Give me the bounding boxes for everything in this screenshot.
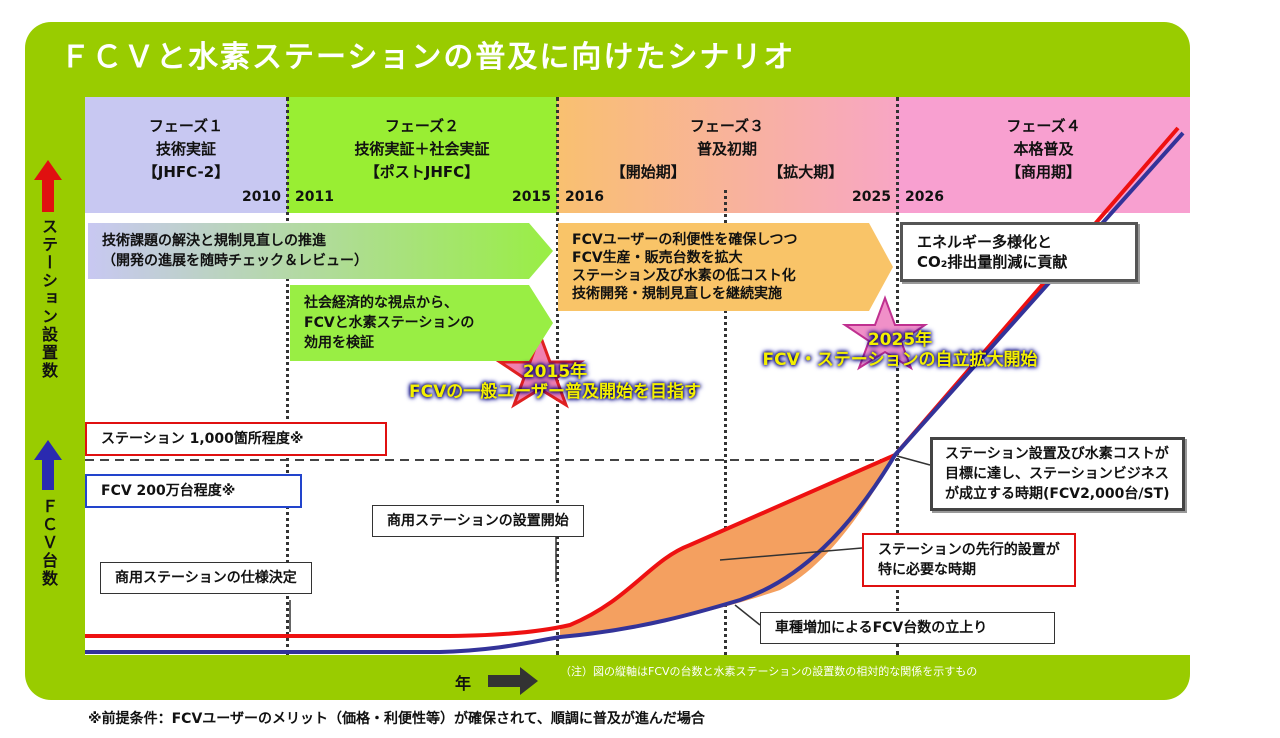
- vertical-axis-note: （注）図の縦軸はFCVの台数と水素ステーションの設置数の相対的な関係を示すもの: [560, 665, 978, 678]
- arrow-text: FCV生産・販売台数を拡大: [572, 250, 743, 266]
- phase-name: フェーズ３: [689, 117, 765, 135]
- milestone-year: 2025年: [867, 330, 933, 350]
- phase-start-year: 2016: [565, 189, 604, 205]
- fcv-axis-label: ＦＣＶ台数: [39, 498, 58, 588]
- station-curve: [85, 126, 1180, 638]
- station-target-box: ステーション 1,000箇所程度※: [85, 422, 387, 456]
- callout-business: ステーション設置及び水素コストが 目標に達し、ステーションビジネス が成立する時…: [930, 437, 1185, 511]
- phase-sub: 【ポストJHFC】: [364, 163, 480, 181]
- callout-install-start: 商用ステーションの設置開始: [372, 505, 584, 537]
- callout-pointer: [896, 455, 931, 466]
- phase-2: フェーズ２ 技術実証＋社会実証 【ポストJHFC】 2011 2015: [287, 97, 557, 213]
- phase-name: フェーズ４: [1006, 117, 1081, 135]
- callout-pointer: [734, 604, 761, 626]
- arrow-text: （開発の進展を随時チェック＆レビュー）: [102, 253, 368, 269]
- milestone-year: 2015年: [522, 362, 588, 382]
- phase-sub-start: 【開始期】: [610, 163, 686, 181]
- phase-end-year: 2015: [512, 189, 551, 205]
- callout-text: ステーション設置及び水素コストが: [945, 446, 1169, 462]
- callout-text: が成立する時期(FCV2,000台/ST): [945, 486, 1170, 502]
- callout-fcv-rise: 車種増加によるFCV台数の立上り: [760, 612, 1055, 644]
- fcv-target-box: FCV 200万台程度※: [85, 474, 302, 508]
- phase-desc: 普及初期: [696, 140, 757, 158]
- year-arrow-icon: [488, 667, 538, 695]
- phase-start-year: 2026: [905, 189, 944, 205]
- phase-desc: 技術実証: [155, 140, 216, 158]
- year-axis-label: 年: [455, 674, 472, 693]
- callout-advance: ステーションの先行的設置が 特に必要な時期: [862, 533, 1076, 587]
- star-2015-icon: [495, 330, 585, 409]
- arrow-text: 効用を検証: [304, 335, 374, 351]
- phase-desc: 技術実証＋社会実証: [354, 140, 490, 158]
- subphase-divider: [724, 190, 727, 655]
- milestone-text: FCV・ステーションの自立拡大開始: [762, 350, 1038, 370]
- arrow-text: ステーション及び水素の低コスト化: [572, 268, 796, 284]
- phase-sub-expand: 【拡大期】: [775, 163, 844, 181]
- callout-text: ステーションの先行的設置が: [878, 542, 1060, 558]
- callout-pointer: [719, 547, 863, 561]
- phase-end-year: 2025: [852, 189, 891, 205]
- arrow-phase3: FCVユーザーの利便性を確保しつつ FCV生産・販売台数を拡大 ステーション及び…: [558, 223, 893, 311]
- milestone-text: FCVの一般ユーザー普及開始を目指す: [409, 382, 701, 402]
- box-text: CO₂排出量削減に貢献: [917, 253, 1068, 271]
- phase-sub: 【商用期】: [1005, 163, 1081, 181]
- star-2025-icon: [841, 295, 929, 371]
- arrow-tech-issues: 技術課題の解決と規制見直しの推進 （開発の進展を随時チェック＆レビュー）: [88, 223, 553, 279]
- advance-area-fill: [560, 455, 895, 637]
- phase-name: フェーズ１: [148, 117, 224, 135]
- phase4-goal-box: エネルギー多様化と CO₂排出量削減に貢献: [900, 222, 1138, 282]
- fcv-up-arrow-icon: [34, 440, 62, 490]
- callout-text: 目標に達し、ステーションビジネス: [945, 466, 1169, 482]
- phase-3: フェーズ３ 普及初期 【開始期】 【拡大期】 2016 2025: [557, 97, 897, 213]
- milestone-2015: 2015年 FCVの一般ユーザー普及開始を目指す: [360, 362, 750, 402]
- phase-4: フェーズ４ 本格普及 【商用期】 2026: [897, 97, 1190, 213]
- arrow-text: 技術課題の解決と規制見直しの推進: [102, 233, 326, 249]
- arrow-text: FCVと水素ステーションの: [304, 315, 475, 331]
- fcv-curve: [85, 131, 1185, 654]
- station-up-arrow-icon: [34, 160, 62, 212]
- box-text: エネルギー多様化と: [917, 233, 1053, 251]
- phase-sub: 【JHFC-2】: [142, 163, 230, 181]
- phase-divider: [286, 97, 289, 655]
- arrow-social-verification: 社会経済的な視点から、 FCVと水素ステーションの 効用を検証: [290, 285, 553, 361]
- arrow-text: 技術開発・規制見直しを継続実施: [572, 286, 782, 302]
- phase-1: フェーズ１ 技術実証 【JHFC-2】 2010: [85, 97, 287, 213]
- arrow-text: FCVユーザーの利便性を確保しつつ: [572, 232, 798, 248]
- phase-divider: [896, 97, 899, 655]
- station-axis-label: ステーション設置数: [39, 218, 58, 380]
- milestone-2025: 2025年 FCV・ステーションの自立拡大開始: [710, 330, 1090, 370]
- arrow-text: 社会経済的な視点から、: [304, 295, 458, 311]
- callout-text: 特に必要な時期: [878, 562, 976, 578]
- callout-spec-decision: 商用ステーションの仕様決定: [100, 562, 312, 594]
- diagram-title: ＦＣＶと水素ステーションの普及に向けたシナリオ: [60, 40, 796, 75]
- phase-start-year: 2011: [295, 189, 334, 205]
- phase-end-year: 2010: [242, 189, 281, 205]
- phase-name: フェーズ２: [384, 117, 460, 135]
- footnote: ※前提条件：FCVユーザーのメリット（価格・利便性等）が確保されて、順調に普及が…: [88, 711, 705, 727]
- phase-desc: 本格普及: [1013, 140, 1074, 158]
